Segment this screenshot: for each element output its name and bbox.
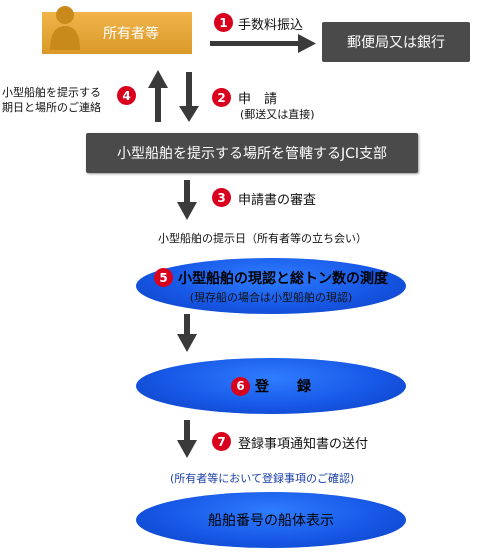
step-2-sub: (郵送又は直接) xyxy=(240,108,315,121)
step-5-number: 5 xyxy=(154,268,173,287)
step-3-label: 申請書の審査 xyxy=(238,193,317,208)
owner-label: 所有者等 xyxy=(103,26,159,42)
final-ellipse: 船舶番号の船体表示 xyxy=(136,492,406,548)
step-7-label: 登録事項通知書の送付 xyxy=(238,437,369,452)
bank-label: 郵便局又は銀行 xyxy=(347,35,445,51)
person-icon xyxy=(50,6,80,50)
jci-branch-box: 小型船舶を提示する場所を管轄するJCI支部 xyxy=(86,133,418,173)
arrow-1-shaft xyxy=(210,41,300,46)
step-5-sub: (現存船の場合は小型船舶の現認) xyxy=(189,290,353,304)
step-6-number: 6 xyxy=(231,376,250,396)
arrow-2-head xyxy=(179,106,199,122)
arrow-7-head xyxy=(177,440,197,458)
arrow-1-head xyxy=(298,34,316,53)
bank-box: 郵便局又は銀行 xyxy=(322,22,470,62)
arrow-3-shaft xyxy=(184,180,190,204)
final-label: 船舶番号の船体表示 xyxy=(208,513,334,529)
step-4-number: 4 xyxy=(117,86,136,105)
arrow-3-head xyxy=(177,202,197,220)
step-6-ellipse: 6 登 録 xyxy=(136,358,406,414)
step-6-label: 登 録 xyxy=(255,379,311,395)
step-3-number: 3 xyxy=(212,188,231,207)
step-4-line2: 期日と場所のご連絡 xyxy=(2,101,101,114)
jci-label: 小型船舶を提示する場所を管轄するJCI支部 xyxy=(116,146,388,162)
step-5-ellipse: 5 小型船舶の現認と総トン数の測度 (現存船の場合は小型船舶の現認) xyxy=(136,258,406,314)
arrow-4-head xyxy=(148,70,168,88)
step-7-number: 7 xyxy=(212,432,231,451)
arrow-5-shaft xyxy=(184,314,190,336)
arrow-2-shaft xyxy=(186,72,192,108)
step-2-number: 2 xyxy=(212,88,231,107)
confirm-note: (所有者等において登録事項のご確認) xyxy=(170,472,355,485)
step-4-line1: 小型船舶を提示する xyxy=(2,86,101,99)
presentation-note: 小型船舶の提示日（所有者等の立ち会い） xyxy=(158,232,367,245)
step-1-label: 手数料振込 xyxy=(238,18,304,33)
step-2-label: 申 請 xyxy=(238,92,278,107)
arrow-4-shaft xyxy=(155,86,161,122)
step-1-number: 1 xyxy=(214,13,233,32)
arrow-5-head xyxy=(177,334,197,352)
step-5-label: 小型船舶の現認と総トン数の測度 xyxy=(178,270,388,287)
arrow-7-shaft xyxy=(184,420,190,442)
